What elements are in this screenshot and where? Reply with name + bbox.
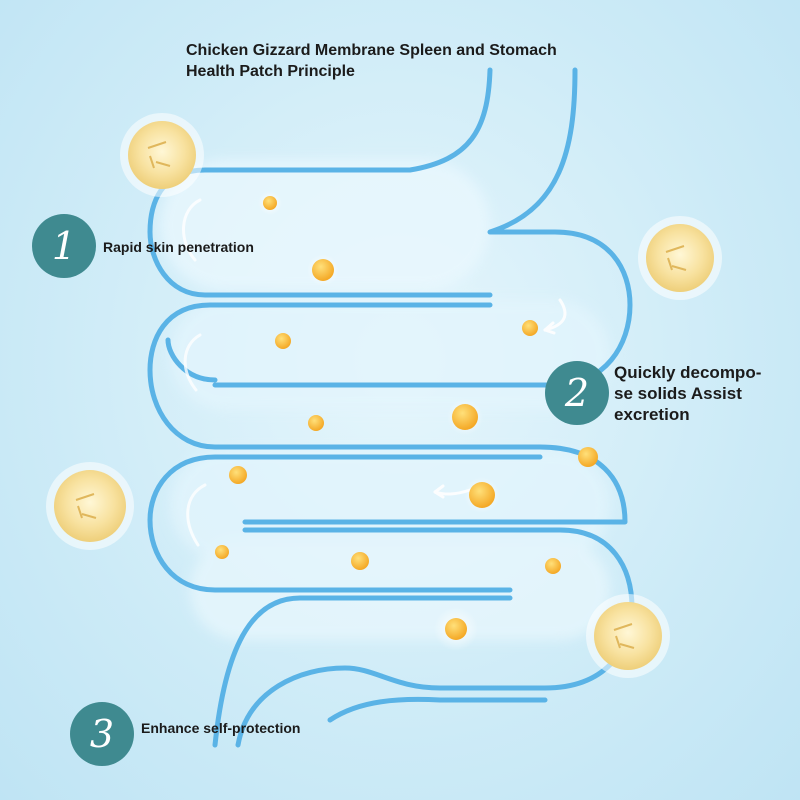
- particle-dot: [545, 558, 561, 574]
- particle-dot: [308, 415, 324, 431]
- step-2-label-line-2: se solids Assist: [614, 384, 742, 403]
- active-particles: [215, 191, 598, 651]
- particle-dot: [275, 333, 291, 349]
- intestine-highlight: [182, 198, 207, 547]
- step-2-label: Quickly decompo- se solids Assist excret…: [614, 362, 784, 425]
- step-2-badge: 2: [545, 361, 609, 425]
- herbal-orbs: [46, 113, 722, 678]
- herbal-orb-icon: [638, 216, 722, 300]
- title-line-1: Chicken Gizzard Membrane Spleen and Stom…: [186, 42, 557, 59]
- step-1-badge: 1: [32, 214, 96, 278]
- herbal-orb-icon: [120, 113, 204, 197]
- step-2-label-line-1: Quickly decompo-: [614, 363, 762, 382]
- herbal-orb-icon: [46, 462, 134, 550]
- particle-dot: [215, 545, 229, 559]
- step-3-badge: 3: [70, 702, 134, 766]
- particle-dot: [522, 320, 538, 336]
- intestine-outline: [147, 67, 635, 748]
- particle-dot: [445, 618, 467, 640]
- step-1-label: Rapid skin penetration: [103, 239, 254, 255]
- step-2-label-line-3: excretion: [614, 405, 690, 424]
- title-line-2: Health Patch Principle: [186, 63, 355, 80]
- diagram-title: Chicken Gizzard Membrane Spleen and Stom…: [186, 40, 606, 82]
- particle-dot: [469, 482, 495, 508]
- particle-dot: [263, 196, 277, 210]
- particle-dot: [452, 404, 478, 430]
- particle-dot: [312, 259, 334, 281]
- particle-dot: [578, 447, 598, 467]
- herbal-orb-icon: [586, 594, 670, 678]
- step-3-label: Enhance self-protection: [141, 720, 301, 736]
- particle-dot: [229, 466, 247, 484]
- particle-dot: [351, 552, 369, 570]
